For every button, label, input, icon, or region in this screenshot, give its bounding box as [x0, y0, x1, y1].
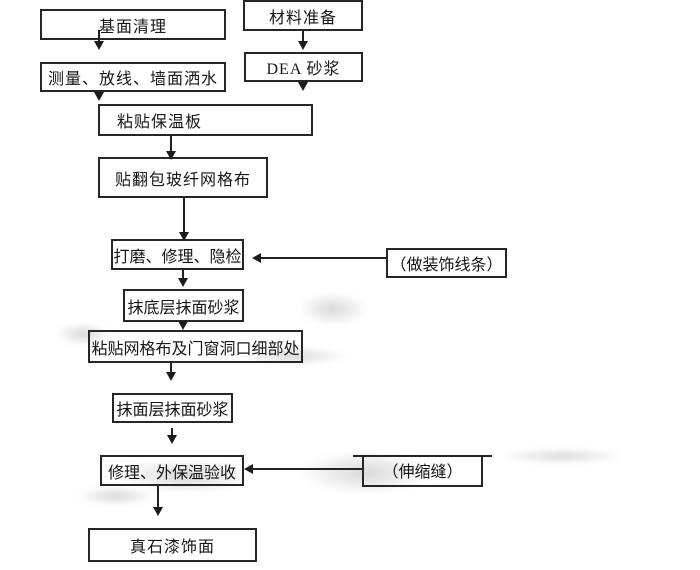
arrow-base-cleaning-to-measure [98, 30, 100, 42]
arrow-meshdetail-to-finishcoat [170, 363, 172, 373]
flow-node-finish-coat-plaster-mortar: 抹面层抹面砂浆 [112, 393, 233, 423]
arrowhead-down-icon [166, 151, 176, 160]
arrow-grind-to-basecoat [182, 270, 184, 279]
flow-node-real-stone-paint-finish: 真石漆饰面 [88, 528, 257, 562]
flow-node-base-surface-cleaning: 基面清理 [40, 9, 226, 40]
arrow-meshwrap-to-grind [183, 198, 185, 232]
expansion-joint-top-rule [353, 455, 492, 457]
arrowhead-left-icon [252, 253, 261, 263]
flow-node-material-preparation: 材料准备 [243, 0, 363, 31]
arrow-moulding-to-grind [261, 257, 386, 259]
arrowhead-down-icon [94, 41, 104, 50]
arrowhead-down-icon [298, 82, 308, 91]
arrow-expansion-to-repair [253, 468, 362, 470]
flow-node-decorative-moulding: （做装饰线条） [386, 248, 507, 278]
arrow-material-to-dea [302, 31, 304, 42]
arrow-finishcoat-to-repair [171, 428, 173, 436]
scan-smudge [298, 292, 368, 326]
flow-node-base-coat-plaster-mortar: 抹底层抹面砂浆 [123, 289, 244, 322]
scan-smudge [500, 448, 625, 464]
arrowhead-down-icon [178, 321, 188, 330]
arrowhead-left-icon [244, 464, 253, 474]
flow-node-grind-repair-hidden-inspection: 打磨、修理、隐检 [111, 239, 244, 270]
flow-node-paste-insulation-board: 粘贴保温板 [98, 104, 313, 136]
flow-node-dea-mortar: DEA 砂浆 [244, 52, 363, 82]
flow-node-paste-mesh-and-opening-details: 粘贴网格布及门窗洞口细部处 [88, 330, 303, 363]
arrowhead-down-icon [153, 507, 163, 516]
arrowhead-down-icon [94, 92, 104, 101]
flow-node-measure-layout-wall-spray: 测量、放线、墙面洒水 [40, 62, 226, 92]
scan-smudge [76, 486, 156, 506]
arrowhead-down-icon [178, 278, 188, 287]
arrowhead-down-icon [167, 435, 177, 444]
arrowhead-down-icon [179, 232, 189, 241]
arrow-repair-to-stonepaint [157, 486, 159, 507]
flow-node-paste-wrapped-fiberglass-mesh: 贴翻包玻纤网格布 [98, 157, 268, 198]
flow-node-expansion-joint: （伸缩缝） [362, 455, 483, 487]
flow-node-repair-external-insulation-acceptance: 修理、外保温验收 [100, 455, 244, 486]
arrowhead-down-icon [166, 372, 176, 381]
arrowhead-down-icon [298, 41, 308, 50]
arrow-insulation-to-meshwrap [170, 135, 172, 152]
